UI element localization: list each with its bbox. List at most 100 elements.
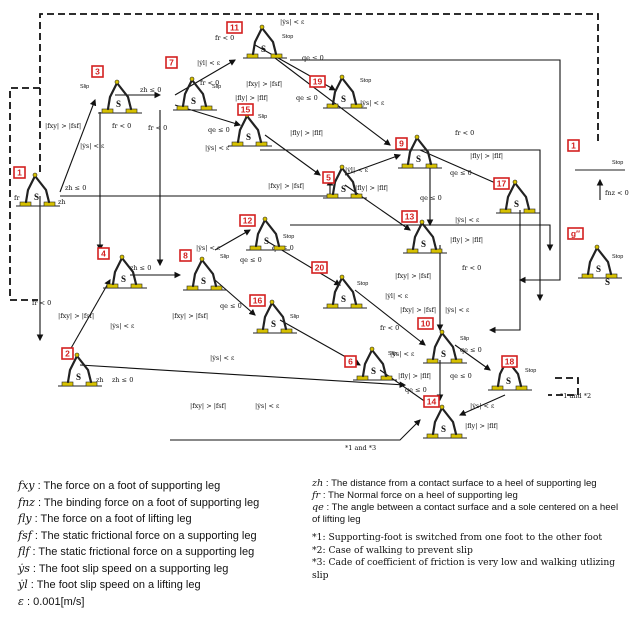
note-12: *1 and *2 — [560, 392, 591, 400]
footnote-1: *1: Supporting-foot is switched from one… — [312, 532, 603, 543]
state-number-18: 18 — [505, 357, 515, 367]
state-number-14: 14 — [427, 397, 437, 407]
slip-label-7: Slip — [212, 84, 221, 90]
footnote-3: *3: Cade of coefficient of friction is v… — [312, 557, 616, 581]
state-box-9: 9 — [395, 137, 408, 150]
state-number-10: 10 — [421, 319, 431, 329]
cond-qe-3: qe ≤ 0 — [208, 126, 230, 134]
state-number-4: 4 — [101, 249, 106, 259]
fr-label-1: fr — [14, 194, 20, 202]
cond-ys-2: |ẏs| < ε — [110, 322, 135, 330]
cond-zh-4: zh ≤ 0 — [140, 86, 161, 94]
legend-item-fsf: fsf : The static frictional force on a s… — [18, 528, 257, 542]
state-number-5: 5 — [326, 173, 331, 183]
legend-item-fnz: fnz : The binding force on a foot of sup… — [18, 495, 260, 509]
legend: fxy : The force on a foot of supporting … — [0, 478, 629, 618]
stop-label-19: Stop — [360, 78, 371, 84]
cond-fly-7: |fly| > |flf| — [465, 422, 498, 430]
state-box-8: 8 — [179, 249, 192, 262]
cond-zh-2: zh ≤ 0 — [112, 376, 133, 384]
state-box-15: 15 — [237, 103, 254, 116]
state-box-13: 13 — [401, 210, 418, 223]
condition-labels: |fxy| > |fsf| |ẏs| < ε fr < 0 zh ≤ 0 fr … — [32, 18, 629, 430]
dashed-loop-bottom — [548, 377, 579, 396]
cond-fxy: |fxy| > |fsf| — [45, 122, 81, 130]
cond-zh-3: zh ≤ 0 — [130, 264, 151, 272]
zh-label-2: zh — [96, 376, 104, 384]
state-number-8: 8 — [183, 251, 188, 261]
cond-ys-4: |ẏs| < ε — [360, 99, 385, 107]
state-number-13: 13 — [405, 212, 415, 222]
cond-fr-7: fr < 0 — [462, 264, 481, 272]
state-number-11: 11 — [230, 23, 239, 33]
cond-fr-4: fr < 0 — [148, 124, 167, 132]
cond-fnz: fnz < 0 — [605, 189, 629, 197]
state-number-3: 3 — [95, 67, 100, 77]
s-label-g: S — [605, 277, 610, 287]
note-13: *1 and *3 — [345, 444, 376, 452]
dashed-loop-top — [39, 13, 599, 172]
legend-right-column: zh : The distance from a contact surface… — [312, 478, 624, 582]
state-box-17: 17 — [493, 177, 510, 190]
slip-label-3: Slip — [80, 84, 89, 90]
cond-fly: |fly| > |flf| — [235, 94, 268, 102]
legend-item-eps: ε : 0.001[m/s] — [18, 594, 85, 608]
cond-ys-10: |ẏs| < ε — [390, 350, 415, 358]
legend-item-flf: flf : The static frictional force on a s… — [18, 545, 255, 558]
state-number-16: 16 — [253, 296, 263, 306]
cond-qe-11: qe ≤ 0 — [450, 372, 472, 380]
stop-label-1r: Stop — [612, 160, 623, 166]
zh-label-1: zh — [58, 198, 66, 206]
state-number-19: 19 — [313, 77, 323, 87]
state-box-20: 20 — [311, 261, 328, 274]
state-box-g: g″ — [567, 227, 584, 240]
state-box-10: 10 — [417, 317, 434, 330]
footnote-2: *2: Case of walking to prevent slip — [312, 544, 473, 556]
cond-fxy-4: |fxy| > |fsf| — [268, 182, 304, 190]
cond-fxy-8: |fxy| > |fsf| — [190, 402, 226, 410]
cond-fly-5: |fly| > |flf| — [450, 236, 483, 244]
cond-fly-6: |fly| > |flf| — [398, 372, 431, 380]
legend-item-ys: ẏs : The foot slip speed on a supporting… — [18, 561, 229, 575]
stop-label-g: Stop — [612, 254, 623, 260]
cond-ys-7: |ẏs| < ε — [196, 244, 221, 252]
state-number-g: g″ — [571, 229, 580, 239]
cond-qe-2: qe ≤ 0 — [296, 94, 318, 102]
legend-item-qe: qe : The angle between a contact surface… — [312, 502, 619, 525]
cond-ys: |ẏs| < ε — [80, 142, 105, 150]
state-number-17: 17 — [497, 179, 507, 189]
cond-fxy-3: |fxy| > |fsf| — [246, 80, 282, 88]
robot-figures — [14, 23, 625, 440]
state-box-12: 12 — [239, 214, 256, 227]
cond-qe-4: qe ≤ 0 — [450, 169, 472, 177]
cond-qe-5: qe ≤ 0 — [420, 194, 442, 202]
cond-ys-6: |ẏs| < ε — [455, 216, 480, 224]
cond-ys-5: |ẏs| < ε — [205, 144, 230, 152]
slip-label-15: Slip — [258, 114, 267, 120]
state-number-7: 7 — [169, 58, 174, 68]
slip-label-16: Slip — [290, 314, 299, 320]
state-number-15: 15 — [241, 105, 251, 115]
stop-label-20: Stop — [357, 281, 368, 287]
cond-ys-9: |ẏs| < ε — [210, 354, 235, 362]
legend-item-fxy: fxy : The force on a foot of supporting … — [18, 479, 221, 492]
cond-fr-3: fr < 0 — [200, 79, 219, 87]
state-box-16: 16 — [249, 294, 266, 307]
cond-fly-3: |fly| > |flf| — [355, 184, 388, 192]
legend-item-yl: ẏl : The foot slip speed on a lifting le… — [18, 578, 201, 591]
state-number-1r: 1 — [571, 141, 576, 151]
state-box-18: 18 — [501, 355, 518, 368]
stop-label-18: Stop — [525, 368, 536, 374]
state-box-11: 11 — [226, 21, 243, 34]
legend-item-zh: zh : The distance from a contact surface… — [312, 478, 597, 489]
stop-label-11: Stop — [282, 34, 293, 40]
cond-zh: zh ≤ 0 — [65, 184, 86, 192]
cond-qe-9: qe ≤ 0 — [405, 386, 427, 394]
state-number-20: 20 — [315, 263, 325, 273]
legend-item-fly: fly : The force on a foot of lifting leg — [18, 512, 192, 525]
cond-qe-6: qe ≤ 0 — [240, 256, 262, 264]
state-box-4: 4 — [97, 247, 110, 260]
cond-fr-6: fr < 0 — [455, 129, 474, 137]
cond-fr-8: fr < 0 — [380, 324, 399, 332]
